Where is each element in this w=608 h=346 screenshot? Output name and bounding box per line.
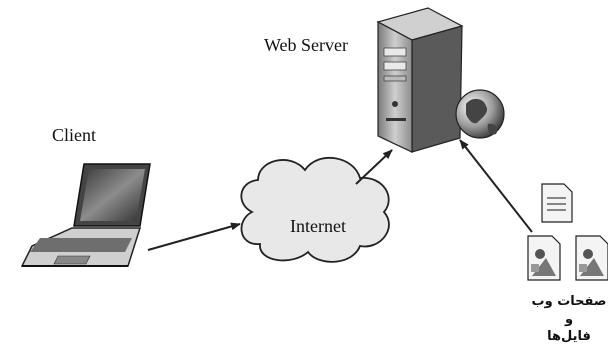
server-tower-icon xyxy=(376,7,464,153)
image-document-icon xyxy=(527,235,561,281)
arrow-client-to-internet xyxy=(147,222,241,251)
arrow-files-to-server xyxy=(459,139,533,233)
web-pages-and-files-label: صفحات وب و فایل‌ها xyxy=(530,293,608,346)
image-document-icon xyxy=(575,235,608,281)
web-server-label: Web Server xyxy=(264,35,349,55)
globe-icon xyxy=(455,89,505,139)
files-label-line-1: صفحات وب و xyxy=(531,294,607,327)
internet-label: Internet xyxy=(290,216,346,236)
internet-cloud: Internet xyxy=(240,156,390,263)
client-label: Client xyxy=(52,125,96,145)
files-label-line-2: فایل‌ها xyxy=(547,329,591,345)
arrow-internet-to-server xyxy=(355,149,393,185)
text-document-icon xyxy=(541,183,573,223)
laptop-icon xyxy=(20,163,151,267)
document-icons xyxy=(527,183,608,281)
